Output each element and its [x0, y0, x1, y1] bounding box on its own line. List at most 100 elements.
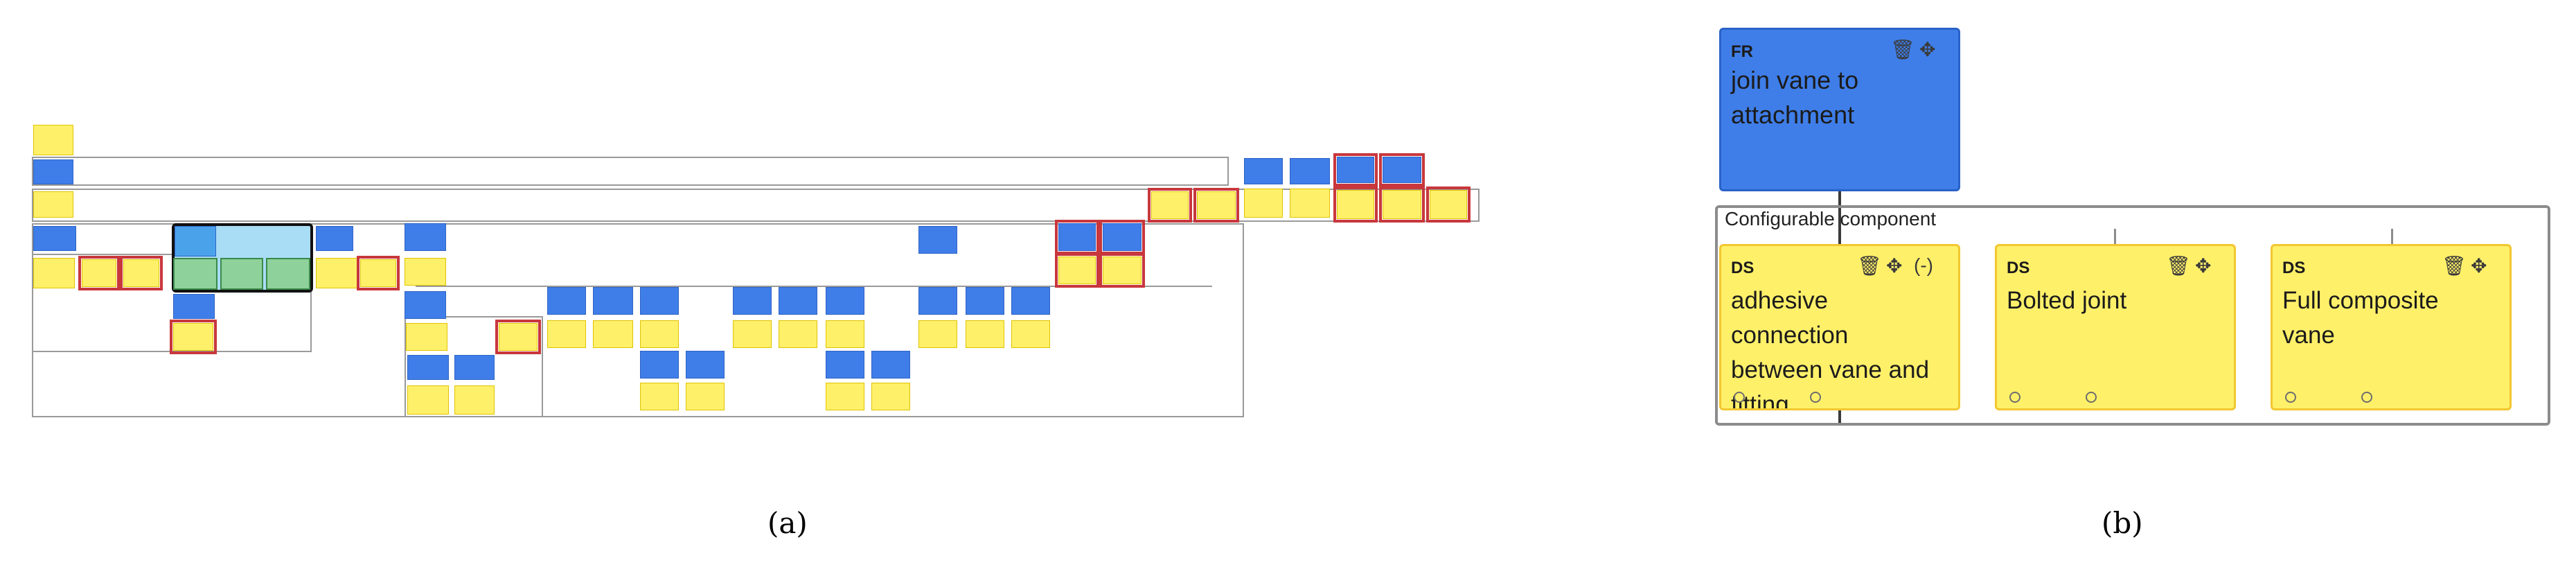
mini-ds-node-highlighted[interactable] — [495, 320, 541, 354]
mini-fr-node[interactable] — [175, 226, 216, 256]
mini-ds-node-highlighted[interactable] — [170, 320, 217, 354]
mini-fr-node-highlighted[interactable] — [1055, 220, 1099, 254]
mini-fr-node[interactable] — [1011, 287, 1050, 315]
mini-ds-node[interactable] — [1290, 189, 1330, 218]
mini-ds-node-highlighted[interactable] — [1333, 186, 1378, 223]
mini-ds-node[interactable] — [640, 320, 679, 348]
ds-node-composite[interactable]: DS 🗑 ✥ Full composite vane — [2271, 244, 2512, 410]
mini-ds-node-highlighted[interactable] — [120, 256, 163, 290]
mini-fr-node[interactable] — [33, 159, 73, 184]
mini-fr-node[interactable] — [686, 351, 725, 379]
mini-fr-node[interactable] — [316, 226, 353, 251]
mini-ds-node[interactable] — [547, 320, 586, 348]
mini-fr-node[interactable] — [547, 287, 586, 315]
mini-ds-node-highlighted[interactable] — [1099, 253, 1145, 288]
mini-fr-node[interactable] — [1290, 158, 1330, 184]
mini-ds-node-highlighted[interactable] — [1148, 188, 1192, 223]
mini-ds-node[interactable] — [640, 383, 679, 410]
trash-icon[interactable]: 🗑 — [2166, 255, 2191, 277]
connector-line — [2114, 229, 2116, 244]
group-frame-bottom — [405, 316, 543, 417]
mini-ds-node[interactable] — [966, 320, 1004, 348]
mini-fr-node[interactable] — [407, 355, 449, 380]
mini-fr-node-highlighted[interactable] — [1099, 220, 1145, 254]
mini-ds-node[interactable] — [316, 258, 357, 288]
trash-icon[interactable]: 🗑 — [1890, 39, 1915, 60]
mini-ds-node[interactable] — [686, 383, 725, 410]
move-icon[interactable]: ✥ — [2471, 255, 2487, 277]
node-text: join vane to attachment — [1731, 66, 1859, 129]
mini-ds-node[interactable] — [407, 385, 449, 415]
mini-fr-node[interactable] — [826, 287, 864, 315]
node-text: Bolted joint — [2007, 287, 2127, 314]
mini-fr-node[interactable] — [871, 351, 910, 379]
ds-node-adhesive[interactable]: DS 🗑 ✥ (-) adhesive connection between v… — [1719, 244, 1960, 410]
mini-ds-node[interactable] — [266, 258, 310, 290]
node-type-label: DS — [2282, 259, 2306, 277]
circle-port-icon[interactable] — [2009, 392, 2020, 403]
move-icon[interactable]: ✥ — [1886, 255, 1903, 277]
ds-node-bolted[interactable]: DS 🗑 ✥ Bolted joint — [1995, 244, 2236, 410]
mini-ds-node[interactable] — [173, 258, 217, 290]
mini-fr-node[interactable] — [640, 351, 679, 379]
mini-fr-node[interactable] — [593, 287, 633, 315]
mini-fr-node[interactable] — [173, 294, 215, 319]
move-icon[interactable]: ✥ — [1919, 39, 1936, 60]
circle-port-icon[interactable] — [1734, 392, 1745, 403]
mini-ds-node[interactable] — [454, 385, 495, 415]
mini-fr-node[interactable] — [733, 287, 772, 315]
mini-ds-node-highlighted[interactable] — [1193, 188, 1239, 223]
mini-ds-node[interactable] — [826, 383, 864, 410]
mini-fr-node[interactable] — [1244, 158, 1283, 184]
mini-fr-node[interactable] — [454, 355, 495, 380]
mini-fr-node[interactable] — [405, 223, 446, 251]
node-type-label: FR — [1731, 42, 1753, 61]
mini-ds-node[interactable] — [871, 383, 910, 410]
mini-ds-node[interactable] — [593, 320, 633, 348]
mini-fr-node[interactable] — [405, 291, 446, 319]
mini-ds-node[interactable] — [1011, 320, 1050, 348]
mini-ds-node-highlighted[interactable] — [1379, 186, 1425, 223]
connector-line — [2391, 229, 2393, 244]
mini-ds-node[interactable] — [733, 320, 772, 348]
mini-ds-node[interactable] — [918, 320, 957, 348]
mini-fr-node-highlighted[interactable] — [1333, 153, 1378, 186]
mini-fr-node[interactable] — [640, 287, 679, 315]
mini-ds-node[interactable] — [1244, 189, 1283, 218]
fr-node[interactable]: FR 🗑 ✥ join vane to attachment — [1719, 28, 1960, 191]
node-type-label: DS — [2007, 259, 2030, 277]
circle-port-icon[interactable] — [2086, 392, 2097, 403]
collapse-button[interactable]: (-) — [1914, 254, 1933, 276]
mini-ds-node[interactable] — [33, 191, 73, 218]
mini-fr-node[interactable] — [826, 351, 864, 379]
move-icon[interactable]: ✥ — [2195, 255, 2212, 277]
mini-ds-node-highlighted[interactable] — [1426, 186, 1471, 223]
group-frame-row2 — [32, 189, 1480, 222]
mini-fr-node[interactable] — [918, 226, 957, 254]
mini-ds-node-highlighted[interactable] — [78, 256, 120, 290]
mini-ds-node[interactable] — [406, 323, 447, 351]
mini-ds-node[interactable] — [779, 320, 817, 348]
group-frame-row1 — [32, 157, 1229, 186]
mini-fr-node[interactable] — [966, 287, 1004, 315]
configurable-component-group — [1715, 205, 2550, 426]
caption-b: (b) — [2102, 506, 2143, 540]
mini-ds-node[interactable] — [33, 258, 75, 288]
mini-fr-node[interactable] — [779, 287, 817, 315]
mini-ds-node[interactable] — [826, 320, 864, 348]
circle-port-icon[interactable] — [2361, 392, 2372, 403]
mini-ds-node[interactable] — [405, 258, 446, 286]
mini-ds-node-highlighted[interactable] — [1055, 253, 1099, 288]
circle-port-icon[interactable] — [2285, 392, 2296, 403]
mini-ds-node[interactable] — [33, 125, 73, 155]
mini-fr-node-highlighted[interactable] — [1379, 153, 1425, 186]
trash-icon[interactable]: 🗑 — [1857, 255, 1882, 277]
connector-line — [416, 286, 1212, 287]
group-label: Configurable component — [1725, 208, 1937, 229]
mini-fr-node[interactable] — [33, 226, 76, 251]
circle-port-icon[interactable] — [1810, 392, 1821, 403]
trash-icon[interactable]: 🗑 — [2442, 255, 2467, 277]
mini-ds-node-highlighted[interactable] — [357, 256, 400, 290]
mini-fr-node[interactable] — [918, 287, 957, 315]
mini-ds-node[interactable] — [220, 258, 263, 290]
